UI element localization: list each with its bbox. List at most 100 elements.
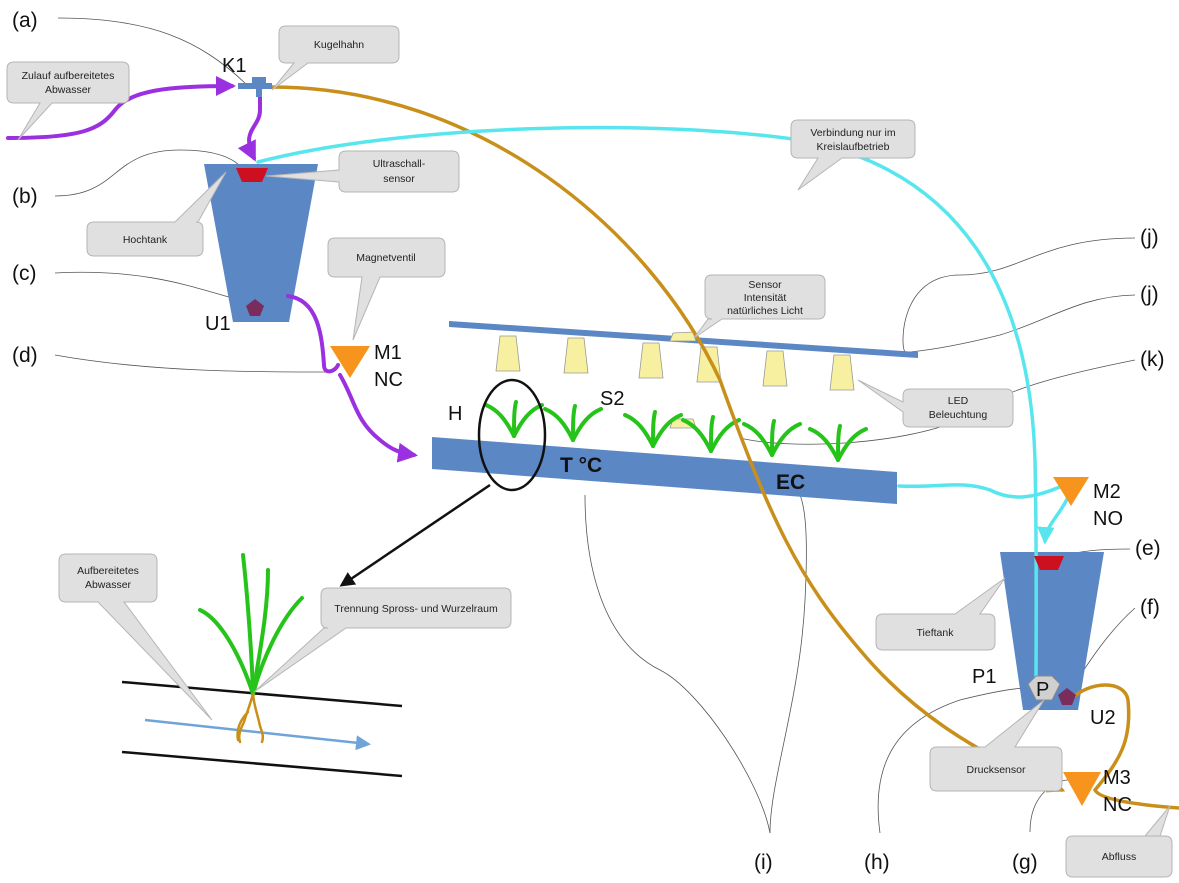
return-pipe — [897, 483, 1070, 541]
plant — [543, 404, 603, 442]
zulauf-label-line1: Zulauf aufbereitetes — [22, 70, 115, 82]
callout-verbindung — [790, 119, 916, 191]
callout-abfluss — [1065, 805, 1173, 878]
pipes — [6, 76, 1179, 810]
sensor-label-line1: Sensor — [748, 279, 782, 291]
label-k1: K1 — [222, 55, 246, 77]
detail-roots — [236, 692, 265, 744]
led-lamps — [495, 335, 855, 391]
sensor-label-line3: natürliches Licht — [727, 305, 803, 317]
ref-d: (d) — [12, 344, 38, 367]
detail-plant — [198, 553, 304, 696]
callout-drucksensor — [929, 699, 1063, 792]
valve-m3-icon — [1063, 772, 1101, 806]
abfluss-label: Abfluss — [1102, 851, 1136, 863]
callout-ultraschall — [265, 150, 460, 193]
ref-g: (g) — [1012, 851, 1038, 874]
ultrasonic-sensor-high-tank — [236, 168, 268, 182]
callouts — [6, 25, 1173, 878]
reference-labels: (a) (b) (c) (d) (j) (j) (k) (e) (f) (g) … — [12, 9, 1165, 874]
ref-e: (e) — [1135, 537, 1161, 560]
ref-h: (h) — [864, 851, 890, 874]
aufbereitet-label-line1: Aufbereitetes — [77, 565, 139, 577]
ultraschall-label-line1: Ultraschall- — [373, 158, 426, 170]
label-m1-state: NC — [374, 369, 403, 391]
inlet-pipe — [6, 76, 236, 140]
callout-trennung — [253, 587, 512, 693]
led-label-line2: Beleuchtung — [929, 409, 988, 421]
callout-magnetventil — [327, 237, 446, 341]
callout-zulauf — [6, 61, 130, 141]
callout-aufbereitet — [58, 553, 213, 721]
verbindung-label-line2: Kreislaufbetrieb — [817, 141, 890, 153]
feed-pipe-to-channel — [286, 294, 414, 455]
label-m2: M2 — [1093, 481, 1121, 503]
zulauf-label-line2: Abwasser — [45, 84, 92, 96]
ref-j-upper: (j) — [1140, 226, 1159, 249]
label-m2-state: NO — [1093, 508, 1123, 530]
detail-arrow — [339, 483, 491, 587]
verbindung-label-line1: Verbindung nur im — [810, 127, 895, 139]
plant — [484, 400, 544, 438]
valve-m1-icon — [330, 346, 370, 378]
label-s2: S2 — [600, 388, 624, 410]
plants — [484, 400, 868, 462]
label-ec: EC — [776, 471, 805, 494]
label-m3: M3 — [1103, 767, 1131, 789]
separation-line-lower — [121, 750, 403, 778]
label-p1: P1 — [972, 666, 996, 688]
label-temperature: T °C — [560, 454, 602, 477]
root-zone-detail — [121, 553, 403, 778]
callout-led — [857, 379, 1014, 428]
led-lamp — [762, 350, 788, 387]
feed-pipe-to-high-tank — [237, 94, 262, 162]
ref-a: (a) — [12, 9, 38, 32]
trennung-label: Trennung Spross- und Wurzelraum — [334, 603, 498, 615]
level-sensor-u1 — [246, 299, 264, 316]
ref-k: (k) — [1140, 348, 1165, 371]
ultraschall-label-line2: sensor — [383, 173, 415, 185]
led-lamp — [495, 335, 521, 372]
leader-lines — [54, 17, 1136, 834]
plant — [808, 424, 868, 462]
light-sensor-top — [669, 331, 697, 342]
led-label-line1: LED — [948, 395, 969, 407]
label-u1: U1 — [205, 313, 231, 335]
ref-f: (f) — [1140, 596, 1160, 619]
drucksensor-label: Drucksensor — [967, 764, 1026, 776]
tieftank-label: Tieftank — [917, 627, 955, 639]
ref-b: (b) — [12, 185, 38, 208]
water-flow-arrow — [144, 718, 371, 751]
label-pump: P — [1036, 679, 1049, 701]
growth-channel — [432, 437, 897, 504]
ref-j-lower: (j) — [1140, 283, 1159, 306]
plant — [623, 410, 683, 448]
kugelhahn-label: Kugelhahn — [314, 39, 364, 51]
high-tank — [204, 164, 318, 322]
led-lamp — [829, 354, 855, 391]
sensor-label-line2: Intensität — [744, 292, 787, 304]
deep-tank — [1000, 552, 1104, 710]
pump-discharge-pipe — [1068, 683, 1179, 810]
callout-tieftank — [875, 577, 1006, 651]
callout-labels: Kugelhahn Zulauf aufbereitetes Abwasser … — [22, 39, 1137, 863]
ball-valve-k1 — [238, 77, 272, 97]
pressure-sensor-pump — [1027, 675, 1061, 701]
drain-bypass-pipe — [270, 85, 1066, 793]
detail-highlight-ellipse — [477, 378, 547, 492]
ref-i: (i) — [754, 851, 773, 874]
component-labels: K1 U1 M1 NC H S2 T °C EC M2 NO P1 P U2 M… — [205, 55, 1132, 816]
separation-line-upper — [121, 680, 403, 708]
hochtank-label: Hochtank — [123, 234, 168, 246]
led-lamp — [563, 337, 589, 374]
led-lamp — [638, 342, 664, 379]
level-sensor-u2 — [1058, 688, 1076, 705]
label-h: H — [448, 403, 462, 425]
valve-m2-icon — [1053, 477, 1089, 506]
label-m3-state: NC — [1103, 794, 1132, 816]
callout-hochtank — [86, 171, 227, 257]
label-m1: M1 — [374, 342, 402, 364]
ref-c: (c) — [12, 262, 37, 285]
ultrasonic-sensor-deep-tank — [1034, 556, 1064, 570]
